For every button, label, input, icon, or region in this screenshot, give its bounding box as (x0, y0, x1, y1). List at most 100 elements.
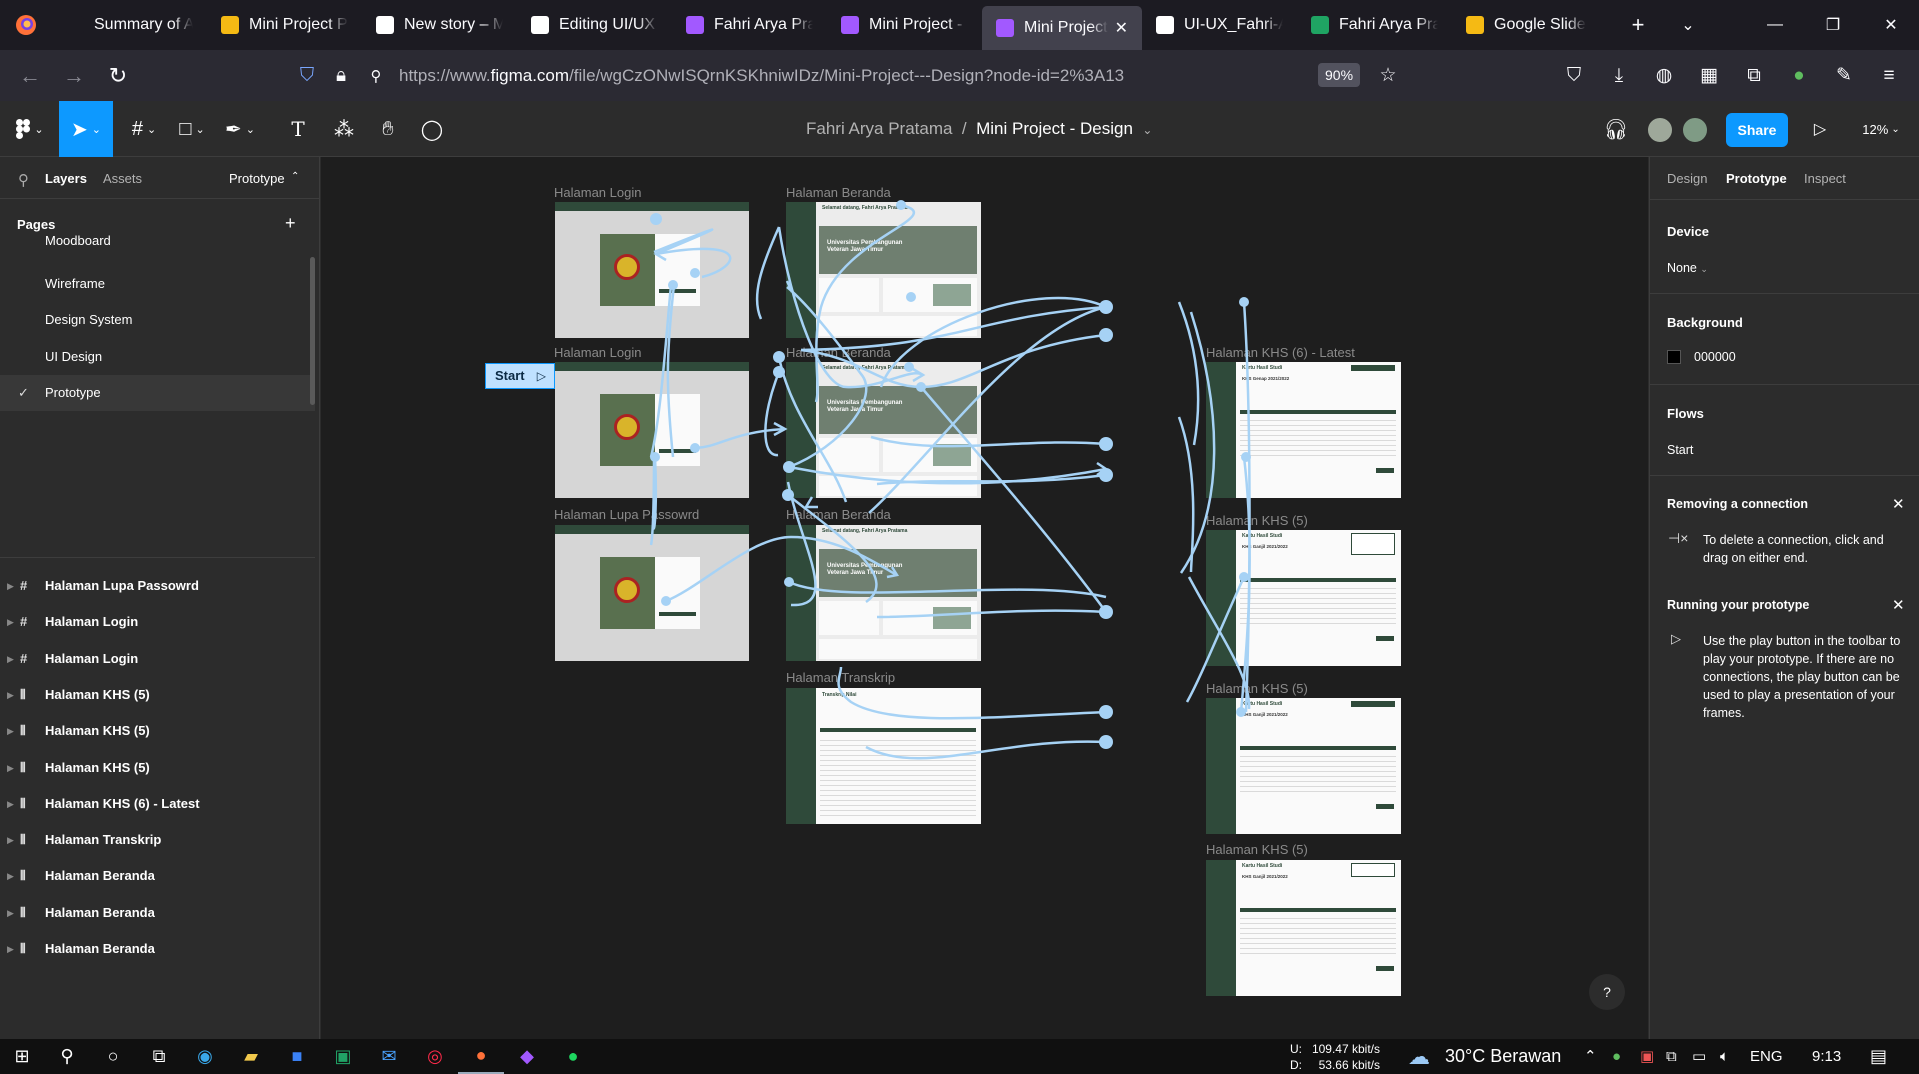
expand-caret-icon[interactable]: ▶ (7, 762, 14, 773)
tab-prototype[interactable]: Prototype (1726, 171, 1787, 186)
frame-label[interactable]: Halaman Login (554, 345, 642, 360)
menu-icon[interactable]: ≡ (1883, 64, 1895, 86)
layer-item[interactable]: ▶⦀Halaman KHS (6) - Latest (0, 786, 315, 822)
bookmark-star-icon[interactable]: ☆ (1379, 65, 1397, 86)
new-tab-icon[interactable]: + (1631, 12, 1645, 37)
khs-frame[interactable]: Kartu Hasil Studi KHS Ganjil 2021/2022 (1206, 530, 1401, 666)
weather-text[interactable]: 30°C Berawan (1445, 1046, 1562, 1066)
windows-start-icon[interactable]: ⊞ (14, 1046, 30, 1066)
opera-icon[interactable]: ◎ (427, 1046, 443, 1066)
minimize-icon[interactable]: — (1767, 16, 1783, 33)
file-menu-chevron-icon[interactable]: ⌄ (1142, 123, 1153, 137)
list-tabs-chevron-icon[interactable]: ⌄ (1681, 17, 1695, 34)
expand-caret-icon[interactable]: ▶ (7, 907, 14, 918)
khs-frame[interactable]: Kartu Hasil Studi KHS Ganjil 2021/2022 (1206, 860, 1401, 996)
expand-caret-icon[interactable]: ▶ (7, 835, 14, 846)
layer-item[interactable]: ▶⦀Halaman Beranda (0, 858, 315, 894)
page-item[interactable]: Design System (0, 302, 315, 338)
firefox-icon[interactable] (0, 0, 52, 50)
frame-label[interactable]: Halaman Transkrip (786, 670, 896, 685)
flow-start-button[interactable]: Start▷ (485, 363, 555, 389)
frame-label[interactable]: Halaman KHS (5) (1206, 842, 1308, 857)
layer-item[interactable]: ▶⦀Halaman Transkrip (0, 822, 315, 858)
mail-icon[interactable]: ✉ (381, 1046, 397, 1066)
language-indicator[interactable]: ENG (1750, 1048, 1783, 1065)
layer-item[interactable]: ▶#Halaman Lupa Passowrd (0, 568, 315, 604)
tab-inspect[interactable]: Inspect (1804, 171, 1846, 186)
layer-item[interactable]: ▶⦀Halaman Beranda (0, 895, 315, 931)
page-item[interactable]: UI Design (0, 339, 315, 375)
help-button[interactable]: ? (1589, 974, 1625, 1010)
background-hex[interactable]: 000000 (1694, 350, 1736, 364)
browser-tab[interactable]: Mini Project - F (827, 0, 982, 50)
audio-headphones-icon[interactable]: 🎧︎ (1603, 118, 1629, 141)
excel-icon[interactable]: ▣ (334, 1046, 352, 1066)
back-icon[interactable]: ← (19, 62, 41, 88)
reload-icon[interactable]: ↻ (108, 62, 128, 88)
layer-item[interactable]: ▶⦀Halaman Beranda (0, 931, 315, 967)
chevron-up-icon[interactable]: ⌃ (291, 171, 300, 182)
frame-label[interactable]: Halaman KHS (5) (1206, 681, 1308, 696)
lupa-password-frame[interactable] (555, 525, 749, 661)
expand-caret-icon[interactable]: ▶ (7, 944, 14, 954)
notifications-icon[interactable]: ▤ (1870, 1046, 1888, 1066)
volume-icon[interactable]: 🔈︎ (1720, 1048, 1730, 1065)
browser-tab[interactable]: UI-UX_Fahri-Ar (1142, 0, 1297, 50)
tab-layers[interactable]: Layers (45, 171, 87, 186)
address-bar[interactable]: https://www.figma.com/file/wgCzONwISQrnK… (399, 50, 1124, 101)
clock[interactable]: 9:13 (1812, 1048, 1842, 1065)
eyedropper-icon[interactable]: ✎ (1836, 65, 1852, 86)
expand-caret-icon[interactable]: ▶ (7, 798, 14, 809)
firefox-taskbar-icon[interactable]: ● (458, 1039, 504, 1074)
globe-icon[interactable]: ◍ (1655, 65, 1673, 86)
browser-tab[interactable]: Mini Project✕ (982, 6, 1142, 50)
frame-label[interactable]: Halaman Beranda (786, 185, 891, 200)
tab-close-icon[interactable]: ✕ (1114, 20, 1128, 37)
avatar[interactable] (1681, 116, 1709, 144)
pen-tool-icon[interactable]: ✒⌄ (225, 118, 255, 141)
frame-label[interactable]: Halaman Login (554, 185, 642, 200)
present-play-icon[interactable]: ▷ (1813, 121, 1827, 138)
frame-label[interactable]: Halaman KHS (5) (1206, 513, 1308, 528)
browser-tab[interactable]: Mini Project Pr (207, 0, 362, 50)
tray-app-icon[interactable]: ⧉ (1666, 1048, 1677, 1065)
page-selector[interactable]: Prototype (229, 171, 285, 186)
window-close-icon[interactable]: ✕ (1884, 17, 1898, 34)
task-view-icon[interactable]: ⧉ (152, 1046, 166, 1066)
search-icon[interactable]: ⚲ (60, 1046, 74, 1066)
expand-caret-icon[interactable]: ▶ (7, 653, 14, 664)
expand-caret-icon[interactable]: ▶ (7, 581, 14, 591)
frame-tool-icon[interactable]: #⌄ (131, 117, 157, 140)
tray-app-icon[interactable]: ● (1612, 1048, 1622, 1065)
file-explorer-icon[interactable]: ▰ (244, 1046, 258, 1066)
layer-item[interactable]: ▶⦀Halaman KHS (5) (0, 750, 315, 786)
zoom-indicator[interactable]: 90% (1318, 63, 1361, 87)
tab-design[interactable]: Design (1667, 171, 1708, 186)
pocket-icon[interactable]: ⛉ (1566, 64, 1582, 86)
avatar[interactable] (1646, 116, 1674, 144)
login-frame[interactable] (555, 362, 749, 498)
expand-caret-icon[interactable]: ▶ (7, 871, 14, 882)
pages-scrollbar[interactable] (310, 257, 315, 405)
shape-tool-icon[interactable]: □⌄ (179, 117, 205, 140)
forward-icon[interactable]: → (63, 62, 85, 88)
lock-icon[interactable]: 🔒︎ (335, 64, 347, 86)
close-icon[interactable]: ✕ (1892, 597, 1905, 614)
add-page-icon[interactable]: + (285, 213, 296, 233)
layer-item[interactable]: ▶⦀Halaman KHS (5) (0, 677, 315, 713)
browser-tab[interactable]: Google Slide (1452, 0, 1607, 50)
layer-item[interactable]: ▶⦀Halaman KHS (5) (0, 713, 315, 749)
network-icon[interactable]: ▭ (1692, 1048, 1707, 1065)
page-item[interactable]: Moodboard (0, 235, 315, 255)
team-name[interactable]: Fahri Arya Pratama (806, 119, 953, 138)
share-button[interactable]: Share (1726, 113, 1788, 147)
beranda-frame[interactable]: Selamat datang, Fahri Arya Pratama Unive… (786, 525, 981, 661)
tracking-shield-icon[interactable]: ⛉ (299, 64, 315, 86)
download-icon[interactable]: ⤓ (1614, 64, 1624, 86)
background-swatch[interactable] (1667, 350, 1681, 364)
browser-tab[interactable]: Editing UI/UX C (517, 0, 672, 50)
expand-caret-icon[interactable]: ▶ (7, 726, 14, 737)
device-select[interactable]: None ⌄ (1667, 261, 1708, 275)
khs-frame[interactable]: Kartu Hasil Studi KHS Ganjil 2021/2022 (1206, 698, 1401, 834)
expand-caret-icon[interactable]: ▶ (7, 689, 14, 700)
